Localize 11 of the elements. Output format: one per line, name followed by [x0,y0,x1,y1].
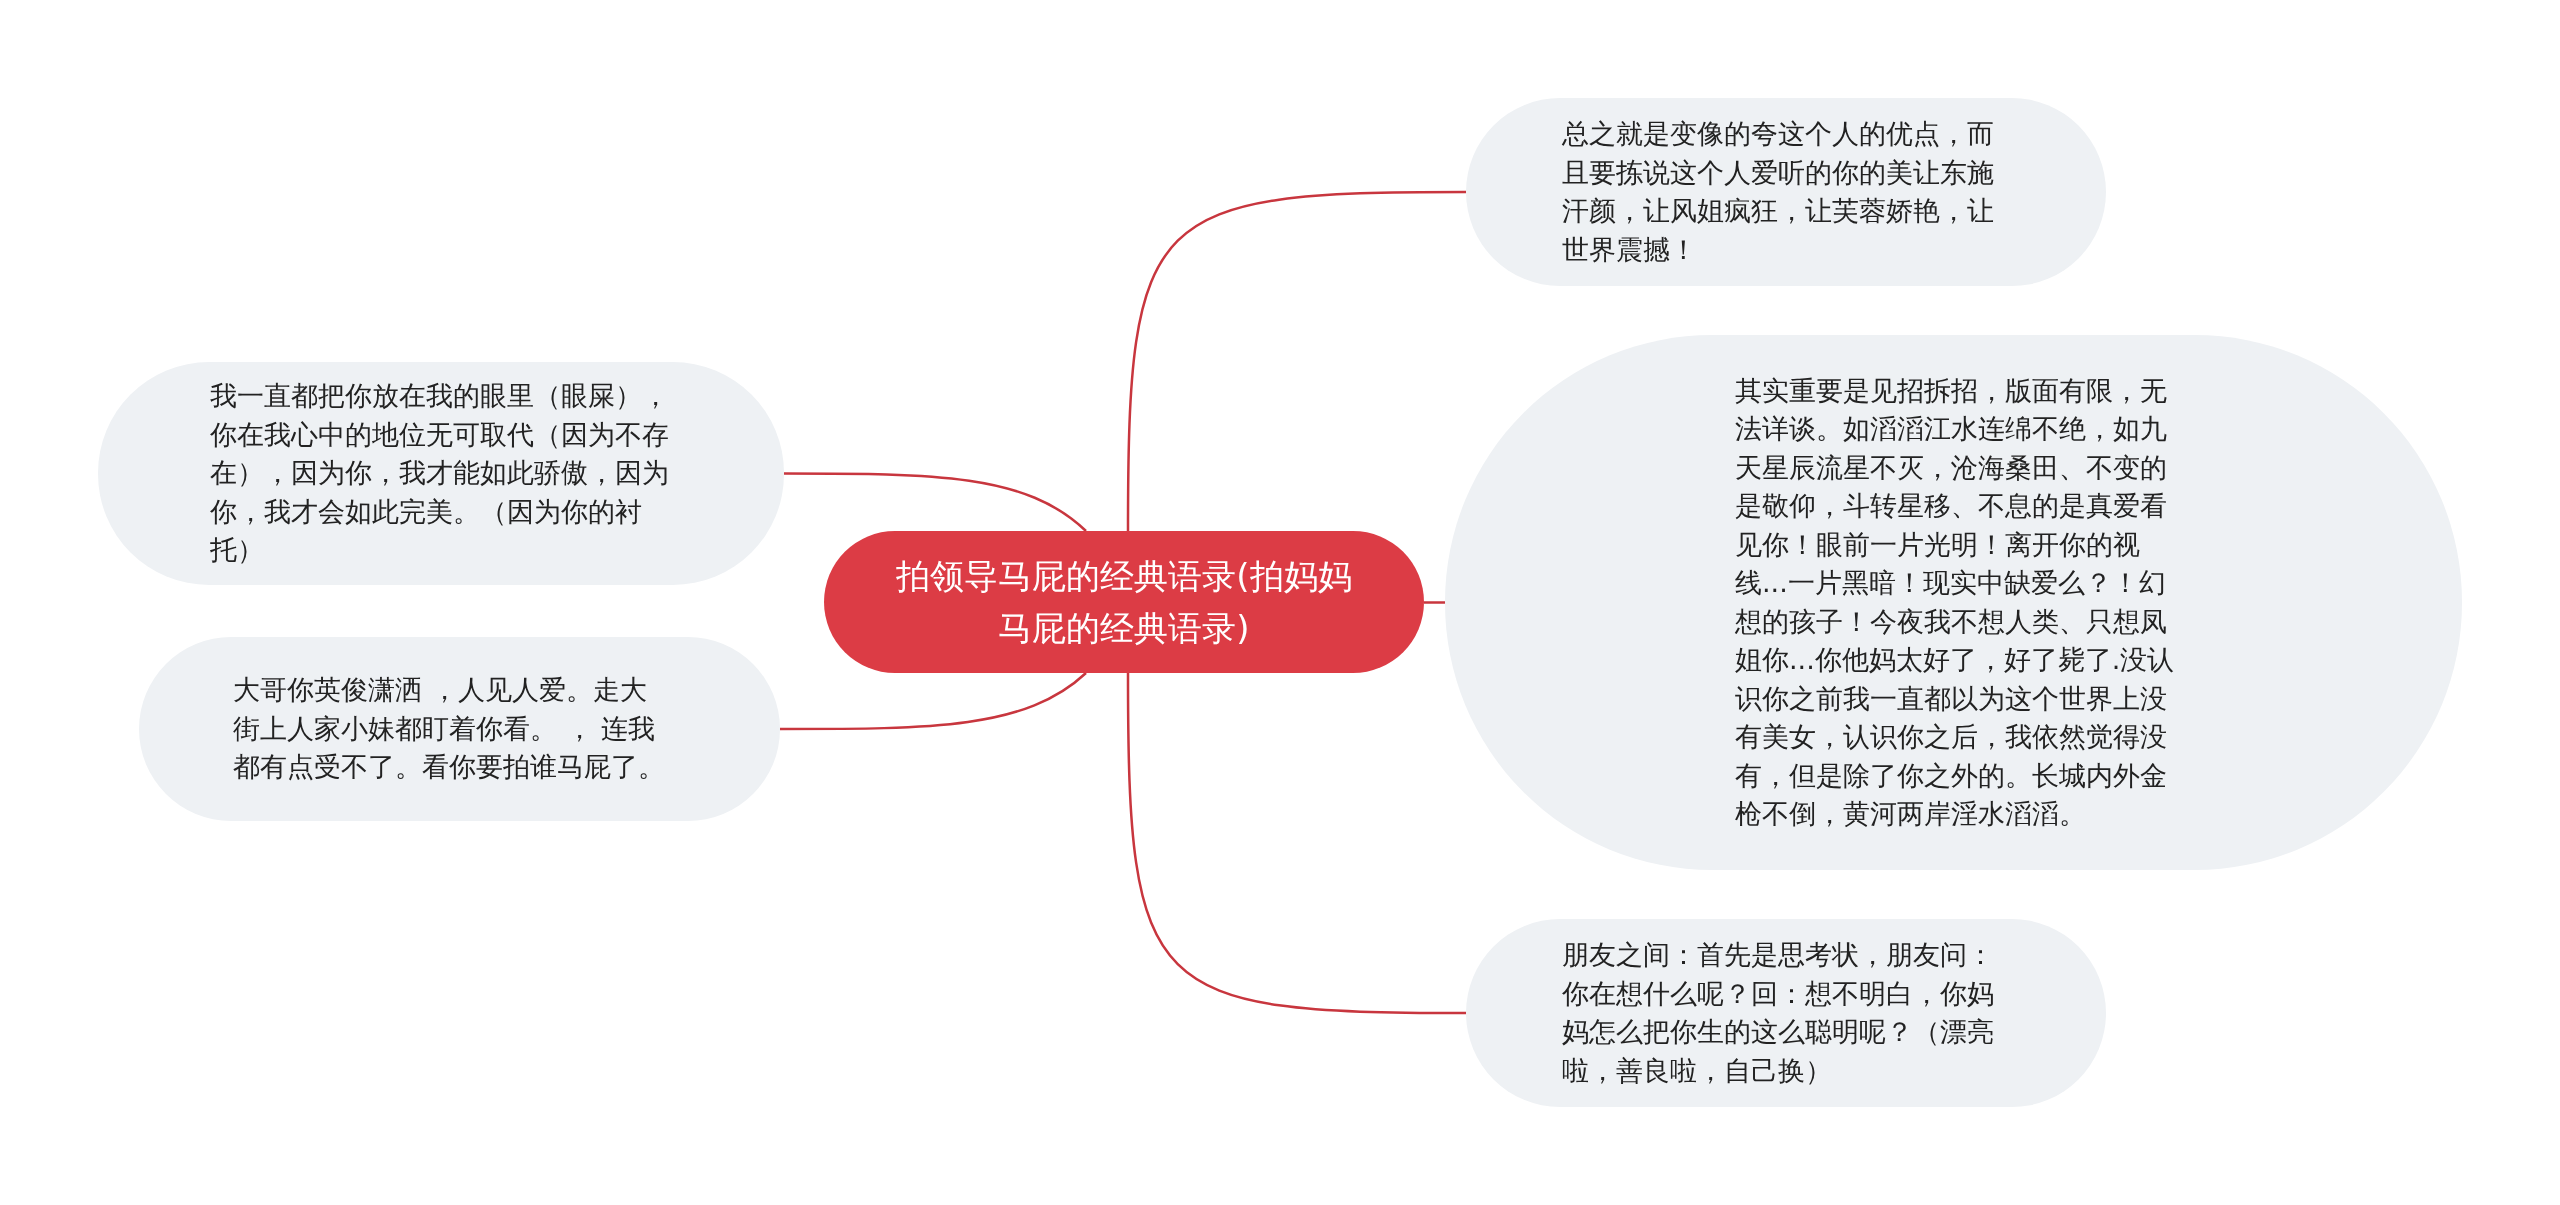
topic-text: 我一直都把你放在我的眼里（眼屎），你在我心中的地位无可取代（因为不存在），因为你，我才能如此骄傲，因为你，我才会如此完美。（因为你的衬托） [210,379,670,568]
topic-text: 朋友之间：首先是思考状，朋友问：你在想什么呢？回：想不明白，你妈妈怎么把你生的这么聪明呢？（漂亮啦，善良啦，自己换） [1562,938,1995,1088]
connector-line [1126,190,1466,531]
topic-title: 拍领导马屁的经典语录(拍妈妈马屁的经典语录) [895,555,1353,650]
topic-text: 其实重要是见招拆招，版面有限，无法详谈。如滔滔江水连绵不绝，如九天星辰流星不灭，沧海桑田、不变的是敬仰，斗转星移、不息的是真爱看见你！眼前一片光明！离开你的视线...一片黑暗！现实中缺爱么？！幻想的孩子！今夜我不想人类、只想凤姐你...你他妈太好了，好了毙了.没认识你之前我一直都以为这个世界上没有美女，认识你之后，我依然觉得没有，但是除了你之外的。长城内外金枪不倒，黄河两岸淫水滔滔。 [1735,373,2176,831]
topic-text: 总之就是变像的夸这个人的优点，而且要拣说这个人爱听的你的美让东施汗颜，让风姐疯狂，让芙蓉娇艳，让世界震撼！ [1562,117,1995,267]
connector-line [784,472,1087,532]
topic-text: 大哥你英俊潇洒 ，人见人爱。走大街上人家小妹都盯着你看。 ， 连我都有点受不了。看你要拍谁马屁了。 [233,673,666,785]
connector-line [1424,601,1445,604]
connector-line [780,672,1087,731]
connector-line [1126,673,1466,1015]
